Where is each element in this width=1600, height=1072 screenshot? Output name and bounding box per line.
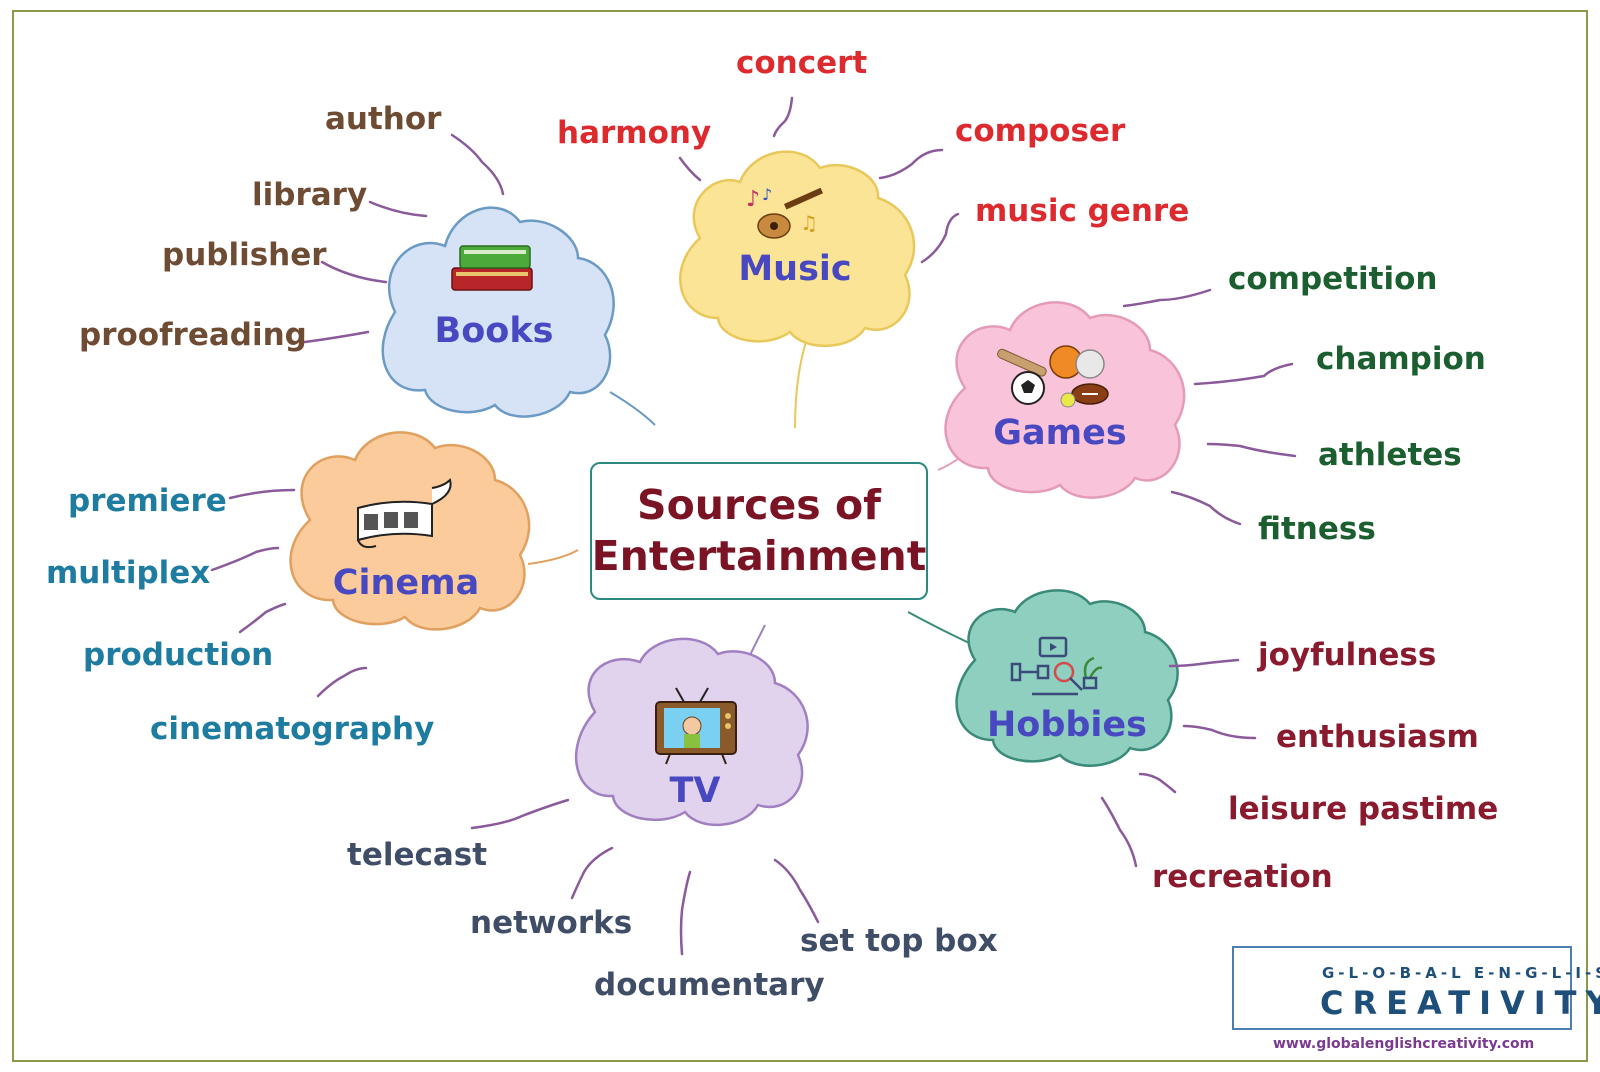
- logo-wordmark: CREATIVITY: [1320, 984, 1600, 1022]
- tick-composer: [878, 148, 944, 180]
- tick-athletes: [1206, 442, 1297, 458]
- tick-fitness: [1170, 490, 1242, 526]
- cloud-books: [381, 206, 615, 418]
- connector-cinema: [527, 549, 579, 565]
- svg-text:♪: ♪: [762, 185, 772, 204]
- tick-joyfulness: [1168, 658, 1240, 668]
- tick-cinematography: [316, 666, 368, 698]
- tick-publisher: [320, 260, 388, 284]
- tick-library: [368, 200, 428, 218]
- center-title-box: Sources of Entertainment: [590, 462, 928, 600]
- word-fitness: fitness: [1258, 511, 1376, 547]
- tick-multiplex: [210, 546, 280, 572]
- word-composer: composer: [955, 113, 1126, 149]
- word-competition: competition: [1228, 261, 1438, 297]
- word-telecast: telecast: [347, 837, 488, 873]
- tick-telecast: [470, 798, 570, 830]
- sports-balls-icon: [997, 345, 1109, 408]
- tick-leisure-pastime: [1138, 772, 1177, 794]
- topic-games: Games: [993, 413, 1127, 453]
- word-set-top-box: set top box: [800, 923, 998, 959]
- word-multiplex: multiplex: [46, 555, 211, 591]
- word-documentary: documentary: [594, 967, 825, 1003]
- word-author: author: [325, 101, 442, 137]
- word-champion: champion: [1316, 341, 1486, 377]
- word-production: production: [83, 637, 274, 673]
- word-leisure-pastime: leisure pastime: [1228, 791, 1499, 827]
- tick-music-genre: [920, 212, 960, 264]
- word-harmony: harmony: [557, 115, 712, 151]
- diagram-frame: [12, 10, 1588, 1062]
- center-title-line1: Sources of: [637, 480, 881, 529]
- word-enthusiasm: enthusiasm: [1276, 719, 1479, 755]
- word-publisher: publisher: [162, 237, 327, 273]
- tick-recreation: [1100, 796, 1138, 868]
- topic-tv: TV: [669, 771, 721, 811]
- tick-harmony: [678, 156, 702, 182]
- topic-hobbies: Hobbies: [986, 705, 1148, 745]
- logo-box: G-L-O-B-A-L E-N-G-L-I-S-H CREATIVITY: [1232, 946, 1600, 1030]
- word-premiere: premiere: [68, 483, 227, 519]
- cloud-hobbies: [955, 589, 1179, 767]
- topic-books: Books: [434, 311, 554, 351]
- svg-text:♪: ♪: [746, 187, 760, 212]
- film-reel-icon: [357, 478, 452, 549]
- word-music-genre: music genre: [975, 193, 1190, 229]
- word-library: library: [252, 177, 368, 213]
- tick-concert: [772, 96, 794, 138]
- word-joyfulness: joyfulness: [1258, 637, 1437, 673]
- word-recreation: recreation: [1152, 859, 1333, 895]
- hobbies-icon: [1010, 636, 1103, 696]
- center-title-line2: Entertainment: [591, 532, 927, 580]
- tick-premiere: [228, 488, 296, 500]
- tick-networks: [570, 846, 614, 900]
- tick-enthusiasm: [1182, 724, 1257, 740]
- svg-text:♫: ♫: [800, 211, 818, 235]
- cloud-music: [679, 150, 916, 347]
- word-cinematography: cinematography: [150, 711, 435, 747]
- word-concert: concert: [736, 45, 868, 81]
- connector-books: [609, 391, 656, 426]
- tick-champion: [1193, 362, 1294, 386]
- word-athletes: athletes: [1318, 437, 1462, 473]
- tick-set-top-box: [773, 858, 820, 924]
- word-proofreading: proofreading: [79, 317, 307, 353]
- guitar-icon: ♪ ♫ ♪: [746, 185, 823, 239]
- topic-music: Music: [738, 249, 852, 289]
- word-networks: networks: [470, 905, 633, 941]
- tick-competition: [1122, 288, 1212, 308]
- tick-production: [238, 602, 287, 634]
- topic-cinema: Cinema: [332, 563, 480, 603]
- logo-url[interactable]: www.globalenglishcreativity.com: [1273, 1036, 1535, 1052]
- tick-author: [450, 133, 505, 196]
- tick-documentary: [679, 870, 692, 956]
- books-icon: [451, 245, 533, 291]
- tv-icon: [655, 687, 737, 765]
- tick-proofreading: [303, 330, 370, 344]
- logo-tagline: G-L-O-B-A-L E-N-G-L-I-S-H: [1322, 964, 1600, 982]
